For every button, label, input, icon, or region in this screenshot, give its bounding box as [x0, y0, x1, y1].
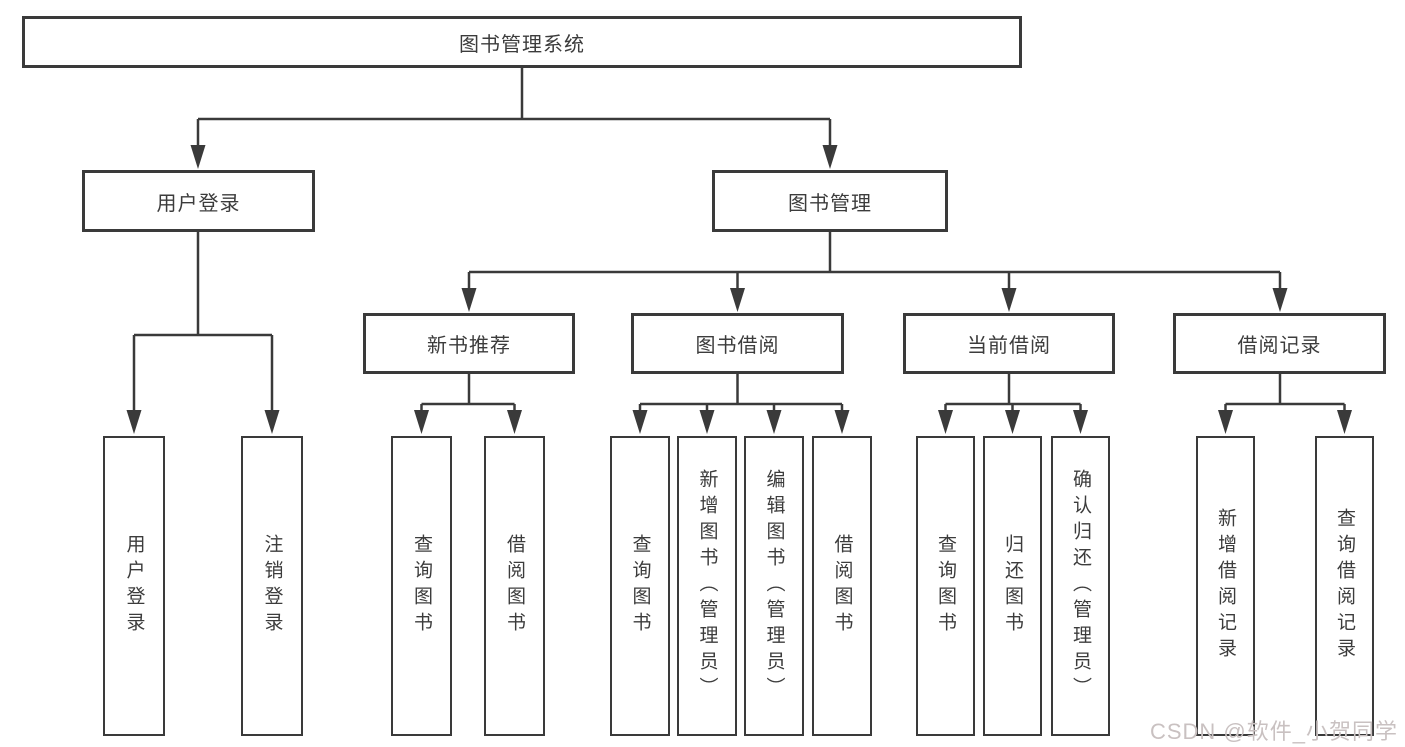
leaf-add-borrow-record: 新增借阅记录	[1196, 436, 1255, 736]
arrowheads	[126, 145, 1352, 434]
csdn-watermark: CSDN @软件_小贺同学	[1149, 719, 1398, 744]
node-book-borrow: 图书借阅	[631, 313, 844, 374]
leaf-confirm-return-admin: 确认归还（管理员）	[1051, 436, 1110, 736]
leaf-query-book-recommend: 查询图书	[391, 436, 452, 736]
node-book-management: 图书管理	[712, 170, 948, 232]
leaf-borrow-book-borrow: 借阅图书	[812, 436, 872, 736]
leaf-query-borrow-record: 查询借阅记录	[1315, 436, 1374, 736]
leaf-query-book-current: 查询图书	[916, 436, 975, 736]
leaf-add-book-admin: 新增图书（管理员）	[677, 436, 737, 736]
leaf-user-login: 用户登录	[103, 436, 165, 736]
node-user-login: 用户登录	[82, 170, 315, 232]
leaf-logout: 注销登录	[241, 436, 303, 736]
leaf-borrow-book-recommend: 借阅图书	[484, 436, 545, 736]
node-new-book-recommend: 新书推荐	[363, 313, 575, 374]
leaf-query-book-borrow: 查询图书	[610, 436, 670, 736]
node-borrow-record: 借阅记录	[1173, 313, 1386, 374]
leaf-edit-book-admin: 编辑图书（管理员）	[744, 436, 804, 736]
node-root-system: 图书管理系统	[22, 16, 1022, 68]
node-current-borrow: 当前借阅	[903, 313, 1115, 374]
leaf-return-book: 归还图书	[983, 436, 1042, 736]
